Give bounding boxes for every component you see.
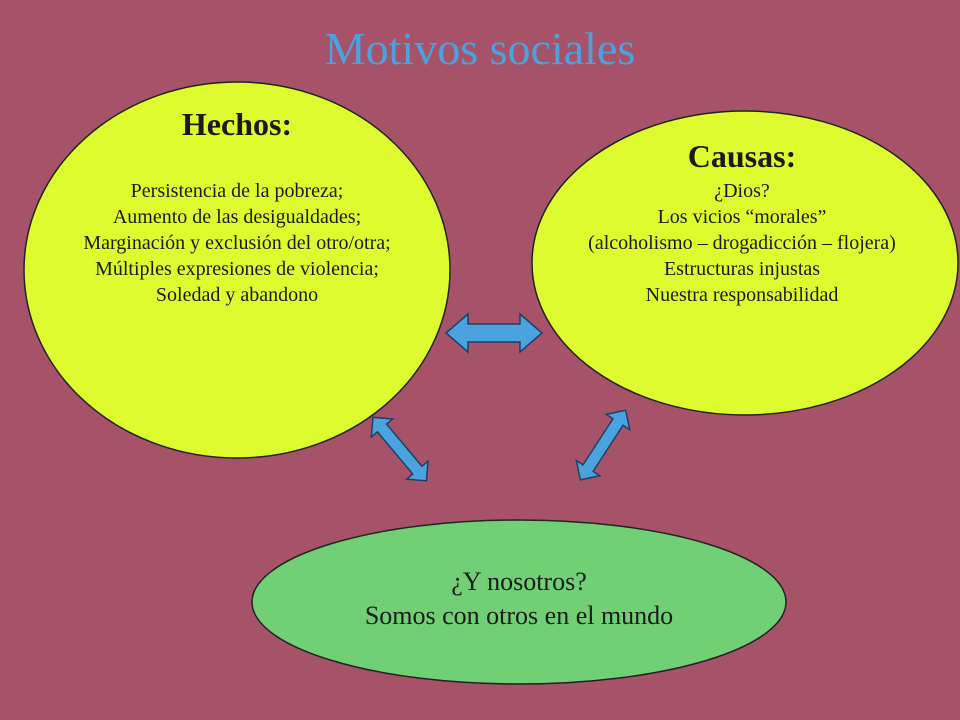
nosotros-statement: Somos con otros en el mundo: [364, 601, 674, 630]
causas-line: ¿Dios?: [714, 180, 770, 202]
causas-line: Nuestra responsabilidad: [645, 284, 839, 306]
causas-line: Estructuras injustas: [663, 258, 821, 280]
hechos-line: Soledad y abandono: [155, 284, 319, 306]
hechos-line: Persistencia de la pobreza;: [130, 180, 344, 202]
nosotros-ellipse: [251, 519, 787, 685]
nosotros-question: ¿Y nosotros?: [451, 567, 587, 596]
causas-heading: Causas:: [687, 138, 797, 174]
slide-title: Motivos sociales: [324, 23, 636, 74]
hechos-line: Aumento de las desigualdades;: [112, 206, 362, 228]
double-arrow-horizontal: [444, 312, 544, 354]
nosotros-text: ¿Y nosotros? Somos con otros en el mundo: [252, 565, 786, 633]
hechos-ellipse: [23, 81, 451, 459]
double-arrow-right-diagonal: [575, 409, 631, 481]
double-arrow-left-diagonal: [370, 416, 429, 482]
causas-line: Los vicios “morales”: [657, 206, 827, 228]
causas-text: Causas: ¿Dios? Los vicios “morales” (alc…: [525, 140, 959, 308]
hechos-line: Marginación y exclusión del otro/otra;: [83, 232, 391, 254]
hechos-heading: Hechos:: [181, 106, 293, 142]
hechos-text: Hechos: Persistencia de la pobreza; Aume…: [24, 108, 450, 308]
causas-line: (alcoholismo – drogadicción – flojera): [588, 232, 896, 254]
hechos-line: Múltiples expresiones de violencia;: [95, 258, 379, 280]
causas-ellipse: [531, 110, 959, 416]
